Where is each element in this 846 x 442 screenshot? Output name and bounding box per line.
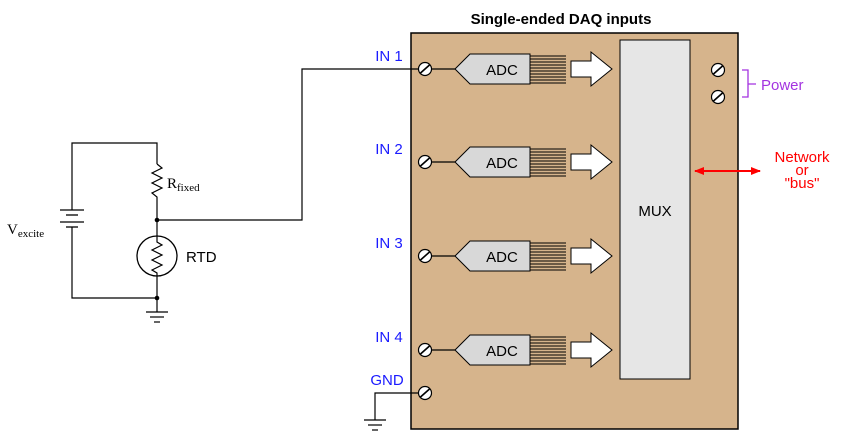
adc-label: ADC bbox=[486, 249, 518, 266]
resistor-icon bbox=[150, 163, 164, 236]
input-label-3: IN 3 bbox=[375, 235, 403, 252]
arrow-icon bbox=[570, 237, 613, 275]
screw-terminal-icon[interactable] bbox=[417, 248, 433, 264]
adc-label: ADC bbox=[486, 62, 518, 79]
network-label-line3: "bus" bbox=[785, 175, 820, 192]
power-label: Power bbox=[761, 77, 804, 94]
channel-4: IN 4 ADC bbox=[375, 329, 613, 369]
channel-3: IN 3 ADC bbox=[375, 235, 613, 275]
rtd-label: RTD bbox=[186, 249, 217, 266]
junction-dot bbox=[154, 295, 160, 301]
signal-wire bbox=[157, 68, 418, 221]
top-wire bbox=[71, 142, 158, 205]
input-label-1: IN 1 bbox=[375, 48, 403, 65]
screw-terminal-icon[interactable] bbox=[417, 154, 433, 170]
arrow-icon bbox=[570, 50, 613, 88]
screw-terminal-icon[interactable] bbox=[710, 89, 726, 105]
battery-icon bbox=[60, 209, 84, 228]
power-bracket bbox=[742, 69, 756, 98]
junction-dot bbox=[154, 217, 160, 223]
digital-bus-lines bbox=[530, 336, 566, 365]
adc-block bbox=[454, 146, 531, 178]
screw-terminal-icon[interactable] bbox=[417, 385, 433, 401]
digital-bus-lines bbox=[530, 242, 566, 271]
network-label-line1: Network bbox=[774, 149, 830, 166]
adc-block bbox=[454, 334, 531, 366]
ground-symbol-icon bbox=[146, 311, 168, 323]
input-label-4: IN 4 bbox=[375, 329, 403, 346]
adc-block bbox=[454, 240, 531, 272]
rfixed-subscript: fixed bbox=[177, 182, 200, 194]
vexcite-subscript: excite bbox=[18, 228, 44, 240]
channel-1: IN 1 ADC bbox=[375, 48, 613, 88]
screw-terminal-icon[interactable] bbox=[710, 62, 726, 78]
channel-2: IN 2 ADC bbox=[375, 141, 613, 181]
adc-label: ADC bbox=[486, 155, 518, 172]
digital-bus-lines bbox=[530, 148, 566, 177]
network-label-line2: or bbox=[795, 162, 808, 179]
arrow-icon bbox=[570, 143, 613, 181]
vexcite-main: V bbox=[7, 222, 18, 238]
rfixed-main: R bbox=[167, 176, 177, 192]
ground-symbol-icon bbox=[364, 419, 386, 431]
mux-label: MUX bbox=[638, 203, 671, 220]
arrow-icon bbox=[570, 331, 613, 369]
screw-terminal-icon[interactable] bbox=[417, 342, 433, 358]
mux-block bbox=[619, 39, 691, 380]
rfixed-label: Rfixed bbox=[167, 176, 200, 194]
screw-terminal-icon[interactable] bbox=[417, 61, 433, 77]
gnd-wire bbox=[374, 392, 418, 420]
bottom-wire bbox=[71, 235, 157, 299]
adc-block bbox=[454, 53, 531, 85]
gnd-label: GND bbox=[370, 372, 404, 389]
adc-label: ADC bbox=[486, 343, 518, 360]
vexcite-label: Vexcite bbox=[7, 222, 44, 240]
excitation-circuit: Vexcite Rfixed RTD bbox=[7, 142, 217, 323]
digital-bus-lines bbox=[530, 55, 566, 84]
diagram-title: Single-ended DAQ inputs bbox=[471, 11, 652, 28]
input-label-2: IN 2 bbox=[375, 141, 403, 158]
rtd-icon bbox=[136, 235, 178, 277]
